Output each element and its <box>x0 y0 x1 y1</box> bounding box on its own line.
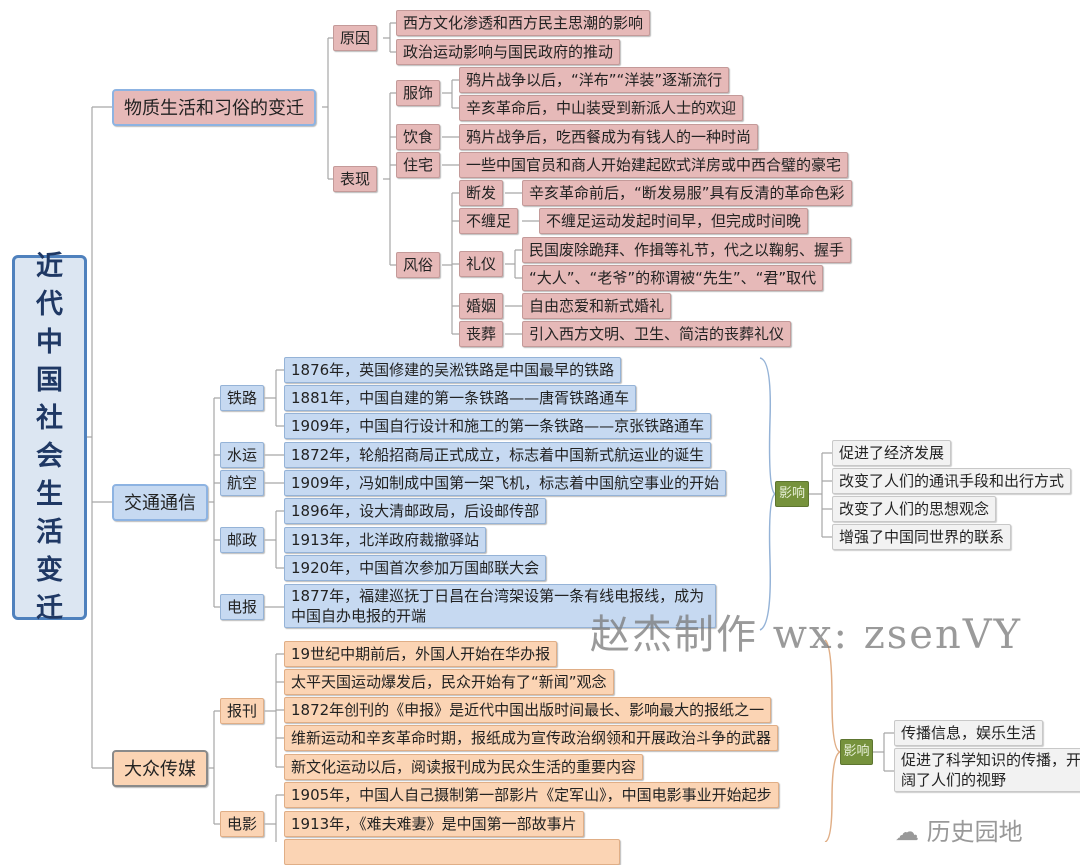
leaf[interactable]: 改变了人们的通讯手段和出行方式 <box>832 468 1072 494</box>
node-etiquette[interactable]: 礼仪 <box>459 251 504 277</box>
leaf[interactable]: 鸦片战争后，吃西餐成为有钱人的一种时尚 <box>459 124 759 150</box>
leaf[interactable]: 政治运动影响与国民政府的推动 <box>396 39 621 65</box>
leaf[interactable]: 1913年，《难夫难妻》是中国第一部故事片 <box>284 811 584 837</box>
leaf[interactable]: 鸦片战争以后，“洋布”“洋装”逐渐流行 <box>459 67 730 93</box>
node-media-impact[interactable]: 影响 <box>840 739 873 765</box>
leaf[interactable]: 1872年，轮船招商局正式成立，标志着中国新式航运业的诞生 <box>284 442 712 468</box>
node-feet[interactable]: 不缠足 <box>459 208 519 234</box>
node-customs[interactable]: 风俗 <box>396 252 441 278</box>
leaf[interactable]: 1881年，中国自建的第一条铁路——唐胥铁路通车 <box>284 385 637 411</box>
leaf[interactable]: 自由恋爱和新式婚礼 <box>522 293 672 319</box>
root-title: 近代中国社会生活变迁 <box>36 250 63 624</box>
leaf[interactable]: 民国废除跪拜、作揖等礼节，代之以鞠躬、握手 <box>522 237 852 263</box>
node-telegraph[interactable]: 电报 <box>220 594 265 620</box>
topic-transport[interactable]: 交通通信 <box>112 484 208 521</box>
leaf[interactable]: 辛亥革命前后，“断发易服”具有反清的革命色彩 <box>522 180 852 206</box>
node-shipping[interactable]: 水运 <box>220 442 265 468</box>
leaf[interactable]: 维新运动和辛亥革命时期，报纸成为宣传政治纲领和开展政治斗争的武器 <box>284 725 779 751</box>
leaf[interactable]: 1913年，北洋政府裁撤驿站 <box>284 527 487 553</box>
node-marriage[interactable]: 婚姻 <box>459 293 504 319</box>
node-manifest[interactable]: 表现 <box>333 166 378 192</box>
leaf[interactable]: 改变了人们的思想观念 <box>832 496 997 522</box>
leaf[interactable]: 太平天国运动爆发后，民众开始有了“新闻”观念 <box>284 669 614 695</box>
leaf[interactable]: 西方文化渗透和西方民主思潮的影响 <box>396 10 651 36</box>
leaf[interactable]: 1872年创刊的《申报》是近代中国出版时间最长、影响最大的报纸之一 <box>284 697 772 723</box>
leaf[interactable]: 1896年，设大清邮政局，后设邮传部 <box>284 498 547 524</box>
node-food[interactable]: 饮食 <box>396 124 441 150</box>
topic-media[interactable]: 大众传媒 <box>112 750 208 787</box>
watermark: 赵杰制作 wx: zsenVY <box>590 612 1023 658</box>
connector-lines <box>87 22 894 842</box>
leaf[interactable]: 一些中国官员和商人开始建起欧式洋房或中西合璧的豪宅 <box>459 152 849 178</box>
leaf[interactable]: 1876年，英国修建的吴淞铁路是中国最早的铁路 <box>284 357 622 383</box>
leaf[interactable]: 1877年，福建巡抚丁日昌在台湾架设第一条有线电报线，成为中国自办电报的开端 <box>284 584 716 628</box>
node-housing[interactable]: 住宅 <box>396 152 441 178</box>
node-transport-impact[interactable]: 影响 <box>775 481 809 507</box>
leaf[interactable]: 促进了经济发展 <box>832 440 952 466</box>
leaf[interactable]: 引入西方文明、卫生、简洁的丧葬礼仪 <box>522 321 792 347</box>
leaf[interactable]: “大人”、“老爷”的称谓被“先生”、“君”取代 <box>522 265 824 291</box>
leaf[interactable]: 传播信息，娱乐生活 <box>894 720 1044 746</box>
node-press[interactable]: 报刊 <box>220 698 265 724</box>
topic-material-life[interactable]: 物质生活和习俗的变迁 <box>112 89 316 126</box>
leaf[interactable]: 1909年，中国自行设计和施工的第一条铁路——京张铁路通车 <box>284 413 712 439</box>
node-railway[interactable]: 铁路 <box>220 385 265 411</box>
logo-text: 历史园地 <box>926 818 1023 846</box>
leaf[interactable]: 增强了中国同世界的联系 <box>832 524 1012 550</box>
leaf[interactable]: 新文化运动以后，阅读报刊成为民众生活的重要内容 <box>284 754 644 780</box>
node-film[interactable]: 电影 <box>220 811 265 837</box>
node-aviation[interactable]: 航空 <box>220 470 265 496</box>
leaf[interactable]: 19世纪中期前后，外国人开始在华办报 <box>284 641 558 667</box>
node-reason[interactable]: 原因 <box>333 25 378 51</box>
leaf[interactable]: 1909年，冯如制成中国第一架飞机，标志着中国航空事业的开始 <box>284 470 727 496</box>
leaf[interactable]: 1920年，中国首次参加万国邮联大会 <box>284 555 547 581</box>
node-postal[interactable]: 邮政 <box>220 527 265 553</box>
root-topic[interactable]: 近代中国社会生活变迁 <box>12 251 87 624</box>
node-funeral[interactable]: 丧葬 <box>459 321 504 347</box>
leaf[interactable]: 1905年，中国人自己摄制第一部影片《定军山》，中国电影事业开始起步 <box>284 782 779 808</box>
wechat-logo: ☁ 历史园地 <box>895 812 1023 847</box>
node-hair[interactable]: 断发 <box>459 180 504 206</box>
leaf[interactable]: 促进了科学知识的传播，开阔了人们的视野 <box>894 748 1080 792</box>
wechat-icon: ☁ <box>895 818 927 846</box>
leaf-partial <box>284 839 620 865</box>
leaf[interactable]: 不缠足运动发起时间早，但完成时间晚 <box>539 208 809 234</box>
leaf[interactable]: 辛亥革命后，中山装受到新派人士的欢迎 <box>459 95 744 121</box>
node-clothing[interactable]: 服饰 <box>396 80 441 106</box>
